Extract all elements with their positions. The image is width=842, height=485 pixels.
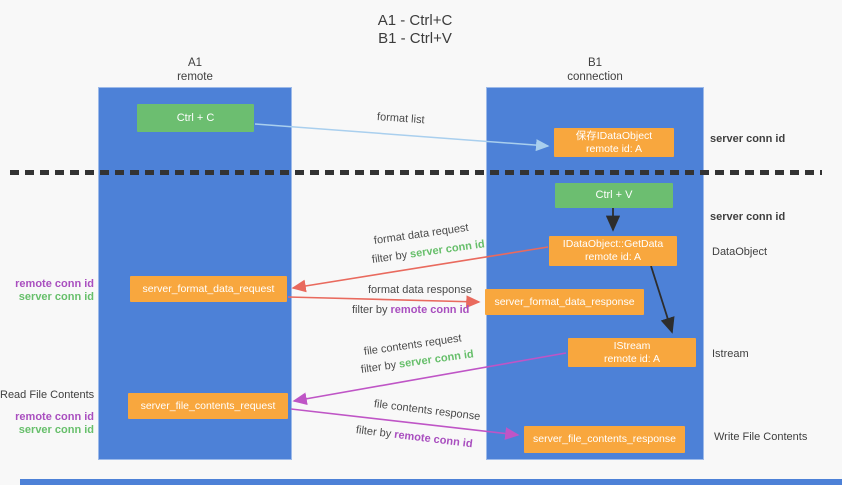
label-write-file-contents: Write File Contents xyxy=(714,431,808,443)
label-server-conn-id-top: server conn id xyxy=(710,133,786,145)
filter-by-prefix: filter by xyxy=(371,248,411,266)
filter-by-prefix: filter by xyxy=(355,424,395,441)
lane-a1-name: A1 xyxy=(187,57,203,69)
arrow-format-data-response xyxy=(287,295,481,309)
box-format-response-label: server_format_data_response xyxy=(494,295,635,308)
label-dataobject: DataObject xyxy=(712,246,768,258)
title-line-1: A1 - Ctrl+C xyxy=(377,12,453,29)
box-server-format-data-request: server_format_data_request xyxy=(130,276,287,302)
box-ctrl-c-label: Ctrl + C xyxy=(176,111,215,124)
filter-by-server-conn-id: server conn id xyxy=(409,238,486,261)
label-read-file-contents: Read File Contents xyxy=(0,389,95,401)
bottom-window-edge xyxy=(20,479,842,485)
box-istream-line2: remote id: A xyxy=(603,352,661,365)
box-idataobject-getdata: IDataObject::GetData remote id: A xyxy=(549,236,677,266)
diagram-title: A1 - Ctrl+C B1 - Ctrl+V xyxy=(330,12,500,48)
label-format-list: format list xyxy=(376,111,425,127)
filter-by-prefix: filter by xyxy=(352,304,391,316)
lane-header-b1: B1 connection xyxy=(535,56,655,84)
lane-b1-name: B1 xyxy=(587,57,603,69)
label-file-contents-response: file contents response xyxy=(373,398,481,423)
box-ctrl-v: Ctrl + V xyxy=(555,183,673,208)
label-filter-by-remote-conn-1: filter by remote conn id xyxy=(352,304,469,316)
box-file-response-label: server_file_contents_response xyxy=(532,433,676,445)
label-remote-conn-id-2: remote conn id xyxy=(15,411,94,423)
box-istream-line1: IStream xyxy=(613,339,651,352)
filter-by-remote-conn-id: remote conn id xyxy=(390,304,470,316)
label-remote-conn-id-1: remote conn id xyxy=(15,278,94,290)
box-format-request-label: server_format_data_request xyxy=(142,282,275,295)
session-divider-line xyxy=(10,170,822,175)
label-format-data-response: format data response xyxy=(368,284,472,296)
label-server-conn-id-1: server conn id xyxy=(18,291,94,303)
lane-b1-role: connection xyxy=(567,71,623,83)
label-group-file-conn-ids: remote conn id server conn id xyxy=(0,411,94,437)
box-istream: IStream remote id: A xyxy=(568,338,696,367)
box-save-idataobject: 保存IDataObject remote id: A xyxy=(554,128,674,157)
lane-a1-role: remote xyxy=(177,71,213,83)
box-server-file-contents-request: server_file_contents_request xyxy=(128,393,288,419)
label-server-conn-id-2: server conn id xyxy=(18,424,94,436)
label-group-format-conn-ids: remote conn id server conn id xyxy=(0,278,94,304)
filter-by-remote-conn-id: remote conn id xyxy=(393,428,474,451)
label-server-conn-id-mid: server conn id xyxy=(710,211,786,223)
filter-by-prefix: filter by xyxy=(360,358,400,376)
box-server-format-data-response: server_format_data_response xyxy=(485,289,644,315)
box-ctrl-c: Ctrl + C xyxy=(137,104,254,132)
box-server-file-contents-response: server_file_contents_response xyxy=(524,426,685,453)
lane-header-a1: A1 remote xyxy=(135,56,255,84)
box-file-request-label: server_file_contents_request xyxy=(140,399,276,412)
label-istream: Istream xyxy=(712,348,749,360)
box-getdata-line2: remote id: A xyxy=(584,251,642,263)
box-getdata-line1: IDataObject::GetData xyxy=(562,238,664,250)
box-save-idataobject-line1: 保存IDataObject xyxy=(575,129,653,142)
label-filter-by-remote-conn-2: filter by remote conn id xyxy=(355,424,473,450)
box-ctrl-v-label: Ctrl + V xyxy=(595,189,633,201)
title-line-2: B1 - Ctrl+V xyxy=(378,30,452,47)
box-save-idataobject-line2: remote id: A xyxy=(585,142,643,155)
